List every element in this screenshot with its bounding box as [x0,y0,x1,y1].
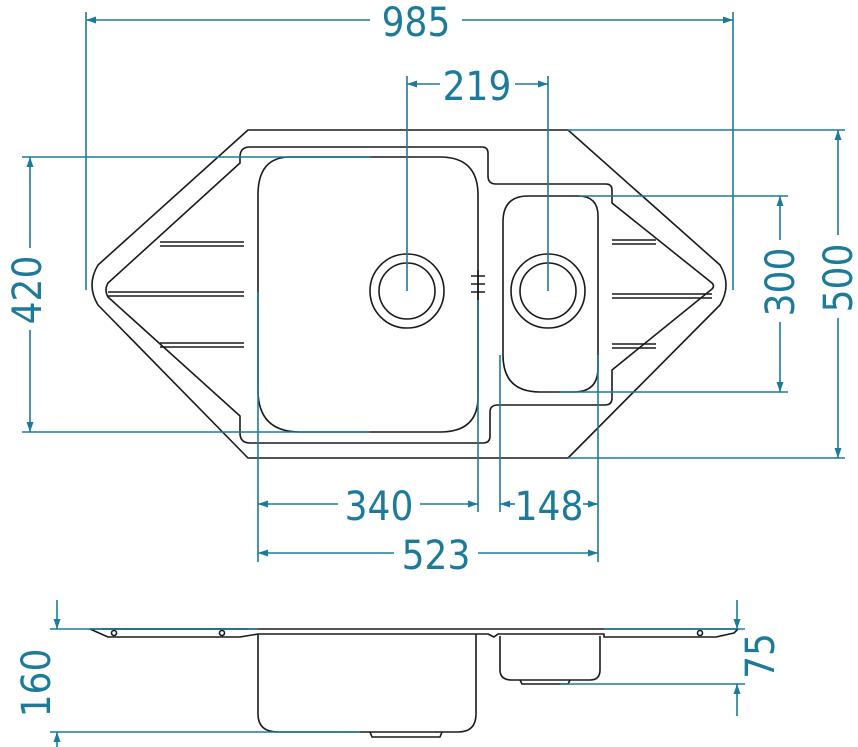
side-view [89,628,739,738]
dim-overall-depth: 500 [816,244,858,313]
large-bowl [257,156,479,433]
dim-overall-width: 985 [382,0,451,46]
side-dimension-lines [50,600,745,747]
dim-small-bowl-height: 75 [738,633,784,679]
side-clip-right [696,629,704,637]
left-drainer-grooves [108,241,244,348]
side-clip-left-2 [218,629,226,637]
dim-small-bowl-width: 148 [515,484,584,530]
side-large-bowl [257,634,477,733]
dim-bowl-center-spacing: 219 [443,64,512,110]
dimension-lines [22,12,845,562]
side-small-bowl-bottom [519,679,571,685]
side-deck [89,628,739,638]
dim-small-bowl-depth: 300 [758,248,804,317]
right-drainer-grooves [612,239,712,349]
side-large-bowl-bottom [369,731,443,738]
dim-large-bowl-width: 340 [345,484,414,530]
side-small-bowl [499,636,601,681]
dim-basin-depth: 420 [5,256,51,325]
small-bowl [502,195,599,393]
overflow-slots [471,270,485,300]
side-clip-left-1 [110,629,118,637]
dim-bowls-total-width: 523 [402,533,471,579]
sink-inner-rim [105,146,715,444]
dim-large-bowl-height: 160 [14,649,60,718]
top-view [91,129,727,459]
